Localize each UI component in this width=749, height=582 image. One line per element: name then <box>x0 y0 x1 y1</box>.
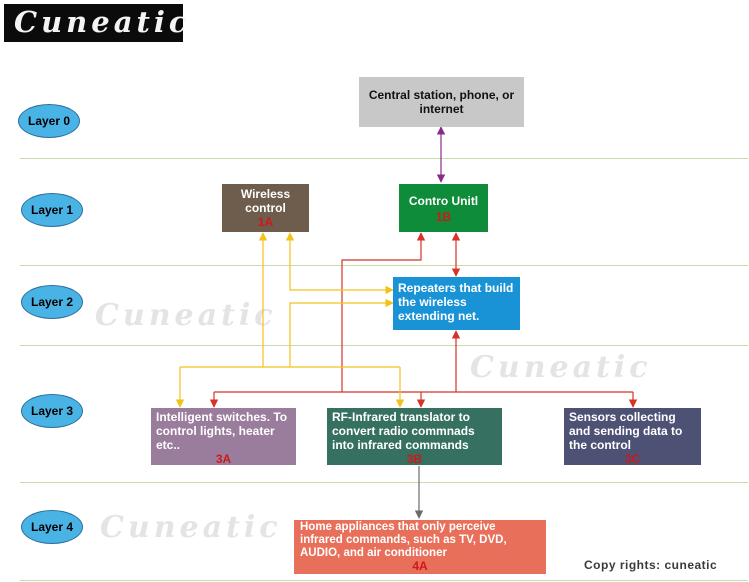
layer-divider <box>20 345 748 346</box>
home-appliances-tag: 4A <box>412 559 428 573</box>
layer-2-badge: Layer 2 <box>21 285 83 319</box>
rf-translator-tag: 3B <box>406 452 423 466</box>
rf-translator-label: RF-Infrared translator to convert radio … <box>332 410 475 452</box>
home-appliances-node: Home appliances that only perceive infra… <box>294 520 546 574</box>
central-station-node: Central station, phone, or internet <box>359 77 524 127</box>
wireless-control-node: Wireless control 1A <box>222 184 309 232</box>
wireless-control-tag: 1A <box>257 215 274 229</box>
repeaters-label: Repeaters that build the wireless extend… <box>398 281 514 323</box>
rf-translator-node: RF-Infrared translator to convert radio … <box>327 408 502 466</box>
control-unit-label: Contro Unitl <box>408 194 479 208</box>
layer-4-badge: Layer 4 <box>21 510 83 544</box>
watermark: Cuneatic <box>470 350 652 385</box>
watermark: Cuneatic <box>95 298 277 333</box>
intelligent-switches-tag: 3A <box>215 452 232 466</box>
layer-divider <box>20 158 748 159</box>
link-translator-to-repeaters <box>289 298 394 367</box>
watermark: Cuneatic <box>100 510 282 545</box>
logo-text: Cuneatic <box>14 5 191 39</box>
control-unit-tag: 1B <box>435 210 452 224</box>
copyright-text: Copy rights: cuneatic <box>584 558 718 572</box>
repeaters-node: Repeaters that build the wireless extend… <box>393 277 520 330</box>
sensors-tag: 3C <box>624 452 641 466</box>
layer-3-badge: Layer 3 <box>21 394 83 428</box>
central-station-label: Central station, phone, or internet <box>368 88 515 116</box>
sensors-label: Sensors collecting and sending data to t… <box>569 410 683 452</box>
layer-divider <box>20 580 748 581</box>
link-wireless-to-repeaters <box>285 232 394 295</box>
control-unit-node: Contro Unitl 1B <box>399 184 488 232</box>
sensors-node: Sensors collecting and sending data to t… <box>564 408 701 466</box>
layer-0-badge: Layer 0 <box>18 104 80 138</box>
layer-divider <box>20 482 748 483</box>
intelligent-switches-node: Intelligent switches. To control lights,… <box>151 408 296 466</box>
logo: Cuneatic <box>4 4 187 42</box>
wireless-control-label: Wireless control <box>240 187 291 215</box>
home-appliances-label: Home appliances that only perceive infra… <box>300 521 507 559</box>
intelligent-switches-label: Intelligent switches. To control lights,… <box>156 410 288 452</box>
layer-1-badge: Layer 1 <box>21 193 83 227</box>
